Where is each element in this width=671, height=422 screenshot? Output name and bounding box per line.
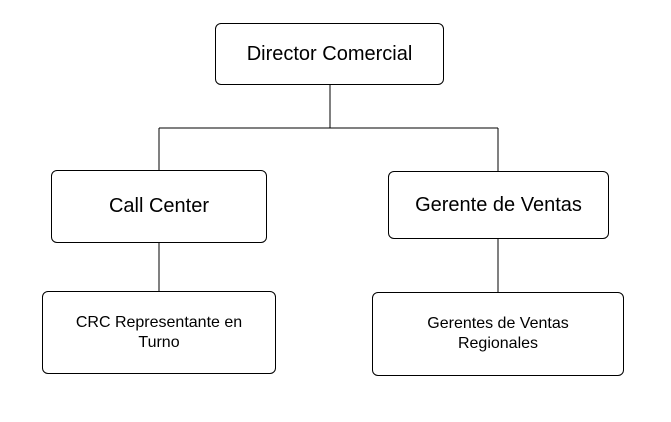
node-gerentes-regionales-label: Gerentes de Ventas Regionales [427, 315, 569, 352]
node-call-center-label: Call Center [108, 195, 210, 217]
node-gerente-de-ventas-label: Gerente de Ventas [415, 193, 582, 216]
node-crc-representante: CRC Representante en Turno [42, 291, 276, 374]
node-director-comercial: Director Comercial [215, 23, 444, 85]
node-gerentes-regionales: Gerentes de Ventas Regionales [372, 292, 624, 376]
node-call-center: Call Center [51, 170, 267, 243]
node-director-comercial-label: Director Comercial [246, 42, 413, 65]
node-crc-representante-label: CRC Representante en Turno [75, 313, 243, 351]
node-gerente-de-ventas: Gerente de Ventas [388, 171, 609, 239]
